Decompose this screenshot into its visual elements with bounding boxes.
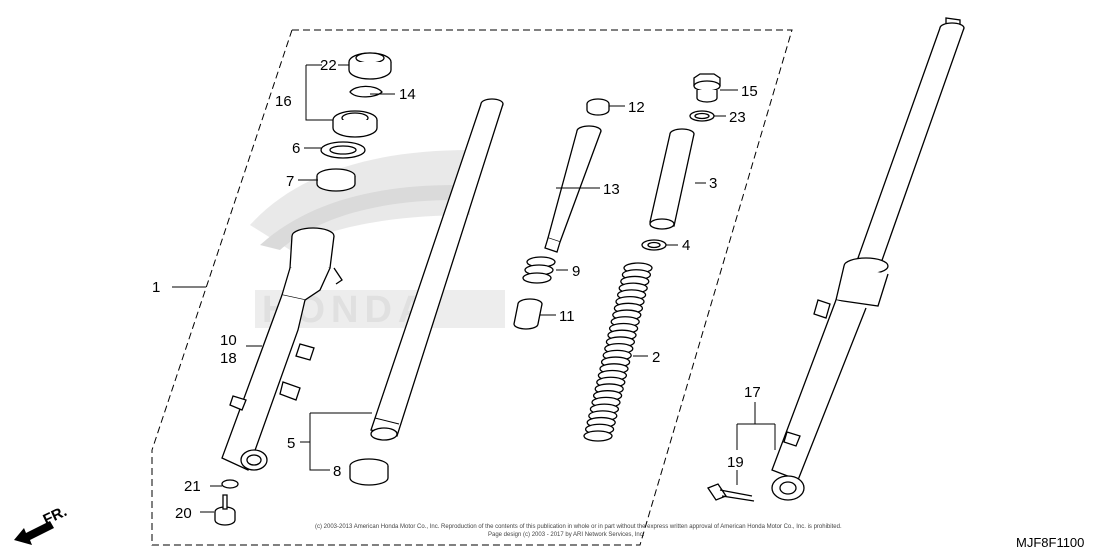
fork-bolt-part xyxy=(693,73,721,103)
fork-slider-part xyxy=(221,227,343,471)
callout-5: 5 xyxy=(287,435,295,452)
oil-lock-piece-part xyxy=(513,298,543,330)
callout-9: 9 xyxy=(572,263,580,280)
callout-12: 12 xyxy=(628,99,645,116)
copyright-line-2: Page design (c) 2003 - 2017 by ARI Netwo… xyxy=(488,532,645,538)
callout-18: 18 xyxy=(220,350,237,367)
callout-23: 23 xyxy=(729,109,746,126)
hex-bolt-part xyxy=(707,483,755,502)
callout-13: 13 xyxy=(603,181,620,198)
spring-seat-part xyxy=(641,239,667,251)
dust-seal-part xyxy=(348,52,392,80)
copyright-line-1: (c) 2003-2013 American Honda Motor Co., … xyxy=(315,524,842,530)
sealing-washer-part xyxy=(221,479,239,489)
callout-1: 1 xyxy=(152,279,160,296)
callout-10: 10 xyxy=(220,332,237,349)
stopper-ring-part xyxy=(349,85,383,98)
rebound-spring-part xyxy=(522,256,556,284)
oil-seal-part xyxy=(332,110,378,138)
leader-lines xyxy=(172,64,776,513)
callout-20: 20 xyxy=(175,505,192,522)
seal-washer-part xyxy=(320,141,366,159)
callout-15: 15 xyxy=(741,83,758,100)
assembly-frame-left xyxy=(151,29,293,451)
callout-6: 6 xyxy=(292,140,300,157)
piston-ring-part xyxy=(586,98,610,116)
assembled-fork-part xyxy=(771,17,965,501)
callout-16: 16 xyxy=(275,93,292,110)
fork-piston-part xyxy=(544,125,602,253)
assembly-frame xyxy=(151,29,793,546)
callout-7: 7 xyxy=(286,173,294,190)
o-ring-part xyxy=(689,110,715,122)
callout-8: 8 xyxy=(333,463,341,480)
fork-spring-part xyxy=(583,262,653,442)
socket-bolt-part xyxy=(214,494,236,526)
callout-21: 21 xyxy=(184,478,201,495)
front-direction-label: FR. xyxy=(41,503,70,529)
diagram-code: MJF8F1100 xyxy=(1016,535,1084,550)
spring-collar-part xyxy=(649,128,695,230)
callout-2: 2 xyxy=(652,349,660,366)
callout-19: 19 xyxy=(727,454,744,471)
spring-coil xyxy=(583,430,613,442)
callout-17: 17 xyxy=(744,384,761,401)
callout-11: 11 xyxy=(559,308,575,325)
callout-3: 3 xyxy=(709,175,717,192)
callout-14: 14 xyxy=(399,86,416,103)
guide-bushing-part xyxy=(316,168,356,192)
callout-22: 22 xyxy=(320,57,337,74)
fork-tube-part xyxy=(370,98,504,441)
front-direction-arrow-icon xyxy=(14,521,54,545)
slider-bushing-part xyxy=(349,458,389,486)
callout-labels: 1 2 3 4 5 6 7 8 9 10 11 12 13 14 15 16 1… xyxy=(152,57,761,522)
callout-4: 4 xyxy=(682,237,690,254)
